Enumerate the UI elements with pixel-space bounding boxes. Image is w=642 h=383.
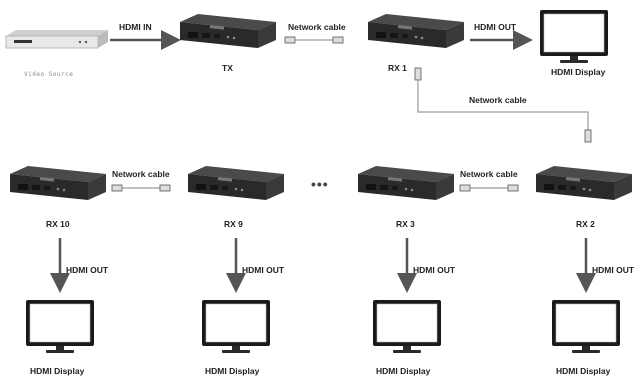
hdmi-out-label-rx1: HDMI OUT (474, 22, 517, 32)
hdmi-display-label-rx3: HDMI Display (376, 366, 431, 376)
network-cable-label-mid: Network cable (469, 95, 527, 105)
tx-label: TX (222, 63, 233, 73)
hdmi-display-label-rx2: HDMI Display (556, 366, 611, 376)
ellipsis: ••• (311, 176, 329, 192)
network-cable-rx1-rx2 (414, 67, 592, 143)
video-source-player-icon (5, 30, 108, 49)
hdmi-display-label-rx1: HDMI Display (551, 67, 606, 77)
rx9-device-icon (188, 166, 284, 200)
rx10-label: RX 10 (46, 219, 70, 229)
hdmi-in-label: HDMI IN (119, 22, 152, 32)
hdmi-display-rx9-icon (201, 299, 271, 354)
rx9-label: RX 9 (224, 219, 243, 229)
rx2-device-icon (536, 166, 632, 200)
hdmi-display-label-rx10: HDMI Display (30, 366, 85, 376)
hdmi-display-label-rx9: HDMI Display (205, 366, 260, 376)
hdmi-out-label-rx2: HDMI OUT (592, 265, 635, 275)
hdmi-display-rx1-icon (539, 9, 609, 64)
network-cable-rx10-rx9 (111, 184, 171, 192)
network-cable-rx3-rx2 (459, 184, 519, 192)
hdmi-out-label-rx10: HDMI OUT (66, 265, 109, 275)
hdmi-out-label-rx3: HDMI OUT (413, 265, 456, 275)
network-cable-label-top: Network cable (288, 22, 346, 32)
rx1-device-icon (368, 14, 464, 48)
tx-device-icon (180, 14, 276, 48)
hdmi-display-rx3-icon (372, 299, 442, 354)
rx10-device-icon (10, 166, 106, 200)
rx2-label: RX 2 (576, 219, 595, 229)
hdmi-out-label-rx9: HDMI OUT (242, 265, 285, 275)
hdmi-display-rx10-icon (25, 299, 95, 354)
hdmi-display-rx2-icon (551, 299, 621, 354)
network-cable-label-rx10-rx9: Network cable (112, 169, 170, 179)
rx1-label: RX 1 (388, 63, 407, 73)
network-cable-tx-rx1 (284, 36, 344, 44)
rx3-label: RX 3 (396, 219, 415, 229)
video-source-label: Video Source (24, 71, 74, 78)
rx3-device-icon (358, 166, 454, 200)
network-cable-label-rx3-rx2: Network cable (460, 169, 518, 179)
